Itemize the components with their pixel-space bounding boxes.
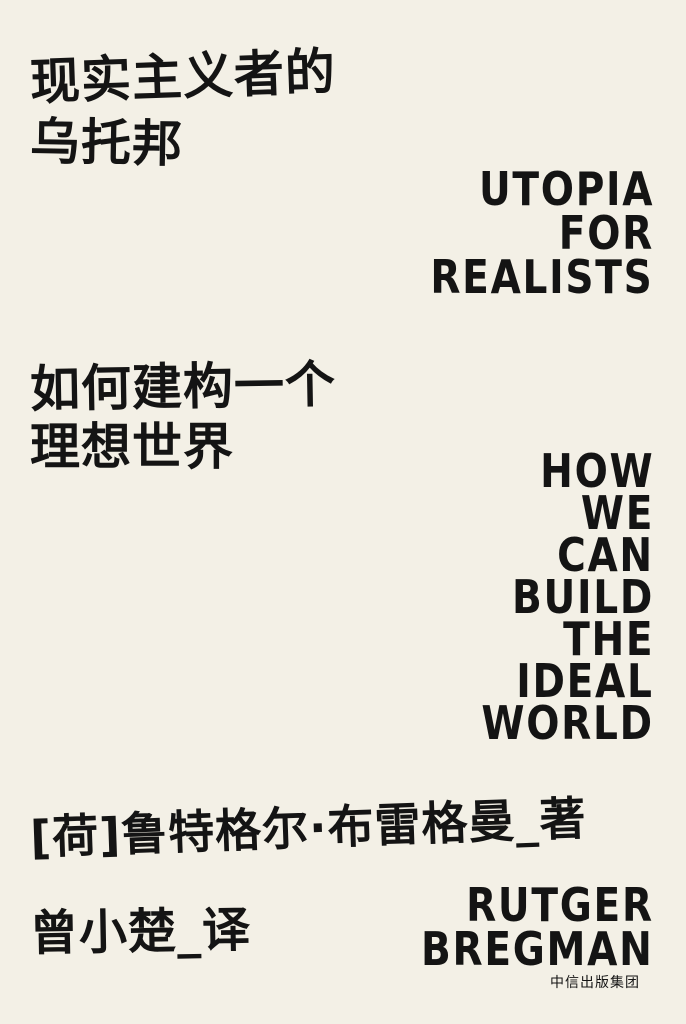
subtitle-en-line2: WE bbox=[580, 486, 654, 540]
subtitle-cn-line2: 理想世界 bbox=[30, 418, 234, 476]
subtitle-cn-line1: 如何建构一个 bbox=[29, 355, 337, 419]
title-en-line3: REALISTS bbox=[430, 250, 654, 304]
author-en-line1: RUTGER bbox=[466, 878, 654, 932]
subtitle-en-line6: IDEAL bbox=[516, 654, 654, 708]
publisher-name: 中信出版集团 bbox=[550, 975, 640, 991]
author-en-line2: BREGMAN bbox=[421, 922, 654, 976]
subtitle-en-line4: BUILD bbox=[512, 570, 654, 624]
translator-cn: 曾小楚_译 bbox=[29, 902, 252, 962]
title-en-line2: FOR bbox=[558, 206, 654, 260]
title-cn-line2: 乌托邦 bbox=[29, 112, 184, 174]
title-cn-line1: 现实主义者的 bbox=[29, 42, 337, 112]
author-cn: [荷]鲁特格尔·布雷格曼_著 bbox=[29, 791, 588, 865]
subtitle-en-line5: THE bbox=[562, 612, 654, 666]
title-en-line1: UTOPIA bbox=[478, 162, 654, 216]
subtitle-en-line7: WORLD bbox=[481, 696, 654, 750]
subtitle-en-line3: CAN bbox=[557, 528, 654, 582]
subtitle-en-line1: HOW bbox=[539, 444, 654, 498]
